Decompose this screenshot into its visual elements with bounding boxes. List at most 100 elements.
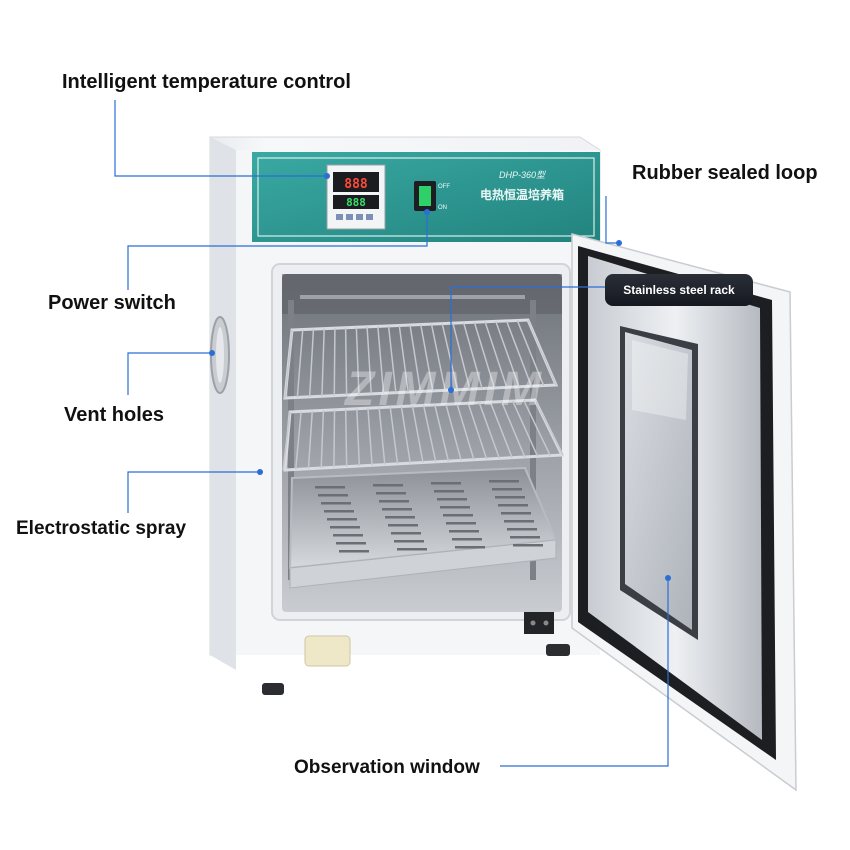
foot	[262, 683, 284, 695]
power-switch[interactable]	[414, 181, 436, 211]
callout-temperature-control: Intelligent temperature control	[62, 71, 351, 93]
rack-wire	[282, 411, 291, 471]
rack-wire	[534, 399, 564, 456]
tray-slot	[501, 512, 531, 515]
tray-slot	[449, 530, 479, 533]
tray-slot	[379, 500, 409, 503]
rack-wire	[500, 401, 526, 458]
tray-slot	[495, 496, 525, 499]
rack-wire	[430, 323, 446, 391]
tray-slot	[315, 486, 345, 489]
rack-wire	[400, 406, 412, 464]
rack-wire	[434, 404, 450, 462]
tray-slot	[498, 504, 528, 507]
rack-wire	[445, 404, 462, 461]
leader-lines	[114, 100, 669, 767]
rack-wire	[467, 403, 488, 460]
tray-slot	[507, 528, 537, 531]
tray-slot	[431, 482, 461, 485]
tray-slot	[339, 550, 369, 553]
rack-wire	[284, 329, 293, 399]
tray-slot	[327, 518, 357, 521]
rack-wire	[422, 405, 437, 462]
switch-off-label: OFF	[438, 184, 450, 190]
rack-wire	[366, 326, 372, 394]
tray-slot	[513, 544, 543, 547]
tray-slot	[452, 538, 482, 541]
product-name: 电热恒温培养箱	[480, 187, 564, 202]
tray-slot	[510, 536, 540, 539]
tray-slot	[434, 490, 464, 493]
rack-wire	[344, 327, 348, 396]
tray-slot	[440, 506, 470, 509]
rack-wire	[419, 324, 434, 392]
display-bottom: 888	[346, 196, 366, 209]
rack-wire	[308, 329, 315, 397]
control-panel: 888 888 OFF ON DHP-360型 电热恒温培养箱	[252, 152, 600, 242]
callout-vent-holes: Vent holes	[64, 404, 165, 426]
rack-wire	[321, 328, 325, 397]
rack-wire	[527, 319, 557, 386]
observation-window-glass	[625, 332, 692, 630]
tray-slot	[385, 516, 415, 519]
tray-slot	[382, 508, 412, 511]
door[interactable]	[571, 233, 797, 792]
tray-slot	[318, 494, 348, 497]
tray-slot	[446, 522, 476, 525]
rack-wire	[489, 401, 513, 458]
rack-wire	[409, 324, 422, 392]
tray-slot	[455, 546, 485, 549]
rack-wire	[356, 408, 361, 466]
callout-power-switch: Power switch	[48, 292, 176, 314]
tray-slot	[437, 498, 467, 501]
rack-wire	[411, 405, 424, 463]
rack-wire	[495, 321, 520, 388]
perforated-tray	[288, 466, 558, 589]
rack-wire	[320, 410, 325, 468]
rack-wire	[377, 326, 385, 394]
callout-rubber-seal: Rubber sealed loop	[632, 162, 818, 184]
tray-slot	[321, 502, 351, 505]
foot	[546, 644, 570, 656]
rack-wire	[441, 323, 459, 390]
tray-slot	[492, 488, 522, 491]
rack-wire	[307, 410, 314, 469]
door-hinge	[524, 612, 554, 634]
rack-wire	[505, 320, 533, 387]
rack-wire	[355, 327, 360, 395]
rack-wire	[387, 325, 397, 393]
rack-wire	[378, 407, 386, 465]
rack-wire	[389, 406, 399, 464]
tray-slot	[489, 480, 519, 483]
tray-slot	[376, 492, 406, 495]
tray-slot	[504, 520, 534, 523]
rack-wire	[462, 322, 483, 389]
tray-slot	[333, 534, 363, 537]
rack-wire	[452, 322, 471, 390]
controller-button[interactable]	[346, 214, 353, 220]
rack-wire	[333, 328, 336, 396]
rack-wire	[333, 409, 336, 468]
drain-cover	[304, 635, 351, 667]
controller-button[interactable]	[336, 214, 343, 220]
callout-steel-rack: Stainless steel rack	[605, 274, 753, 306]
tray-slot	[336, 542, 366, 545]
stainless-steel-rack-upper	[283, 318, 559, 400]
rack-wire	[398, 325, 409, 393]
callout-observation-window: Observation window	[294, 757, 480, 778]
controller-button[interactable]	[366, 214, 373, 220]
tray-slot	[394, 540, 424, 543]
leader-dots	[209, 173, 671, 581]
display-top: 888	[344, 177, 368, 192]
model-label: DHP-360型	[499, 170, 546, 180]
tray-slot	[397, 548, 427, 551]
controller-button[interactable]	[356, 214, 363, 220]
stainless-steel-rack-lower	[282, 398, 565, 472]
rack-wire	[516, 320, 545, 386]
rack-wire	[523, 400, 551, 457]
temperature-controller[interactable]: 888 888	[326, 164, 386, 230]
switch-on-label: ON	[438, 205, 447, 211]
watermark: ZIMMIM	[343, 363, 545, 416]
tray-slot	[443, 514, 473, 517]
